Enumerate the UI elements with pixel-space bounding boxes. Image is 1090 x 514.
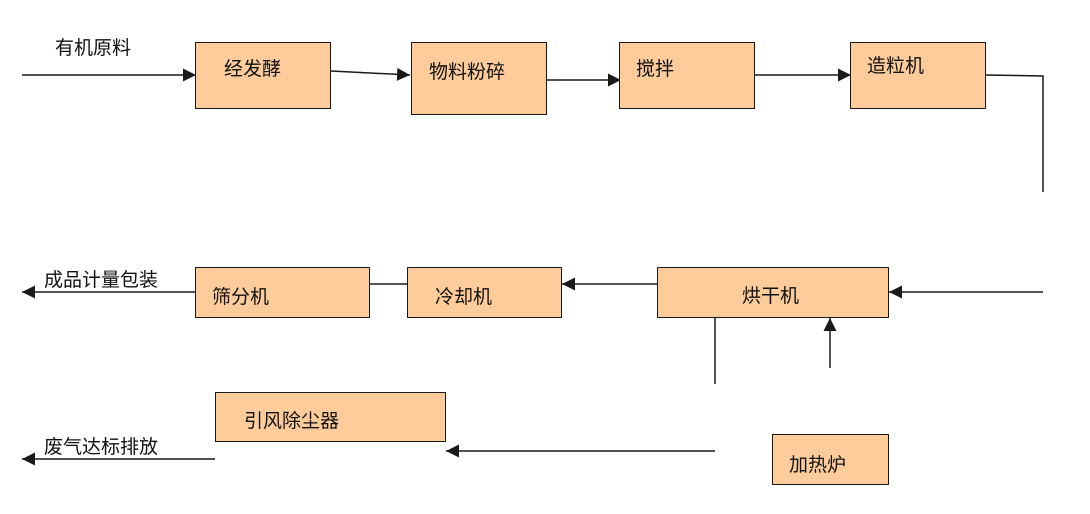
cooler-box: 冷却机	[407, 267, 562, 318]
granulator-label: 造粒机	[867, 55, 925, 77]
dryer-label: 烘干机	[742, 285, 800, 307]
input-label: 有机原料	[55, 37, 132, 59]
screener-box: 筛分机	[195, 267, 370, 318]
dust-collector-box: 引风除尘器	[215, 392, 446, 442]
dust-collector-label: 引风除尘器	[244, 410, 340, 432]
screener-label: 筛分机	[212, 286, 270, 308]
mixing-box: 搅拌	[619, 42, 755, 109]
exhaust-output-label: 废气达标排放	[44, 436, 159, 458]
fermentation-box: 经发酵	[195, 42, 331, 109]
granulator-box: 造粒机	[850, 42, 986, 109]
product-output-label: 成品计量包装	[44, 269, 159, 291]
cooler-label: 冷却机	[435, 286, 493, 308]
crushing-label: 物料粉碎	[429, 61, 506, 83]
heating-furnace-box: 加热炉	[772, 434, 889, 485]
heating-furnace-label: 加热炉	[789, 454, 847, 476]
crushing-box: 物料粉碎	[411, 42, 547, 115]
dryer-box: 烘干机	[657, 267, 889, 318]
arrow-fermentation-to-crushing	[330, 67, 411, 81]
fermentation-label: 经发酵	[224, 58, 282, 80]
line-granulator-down	[984, 74, 1044, 192]
mixing-label: 搅拌	[636, 58, 675, 80]
